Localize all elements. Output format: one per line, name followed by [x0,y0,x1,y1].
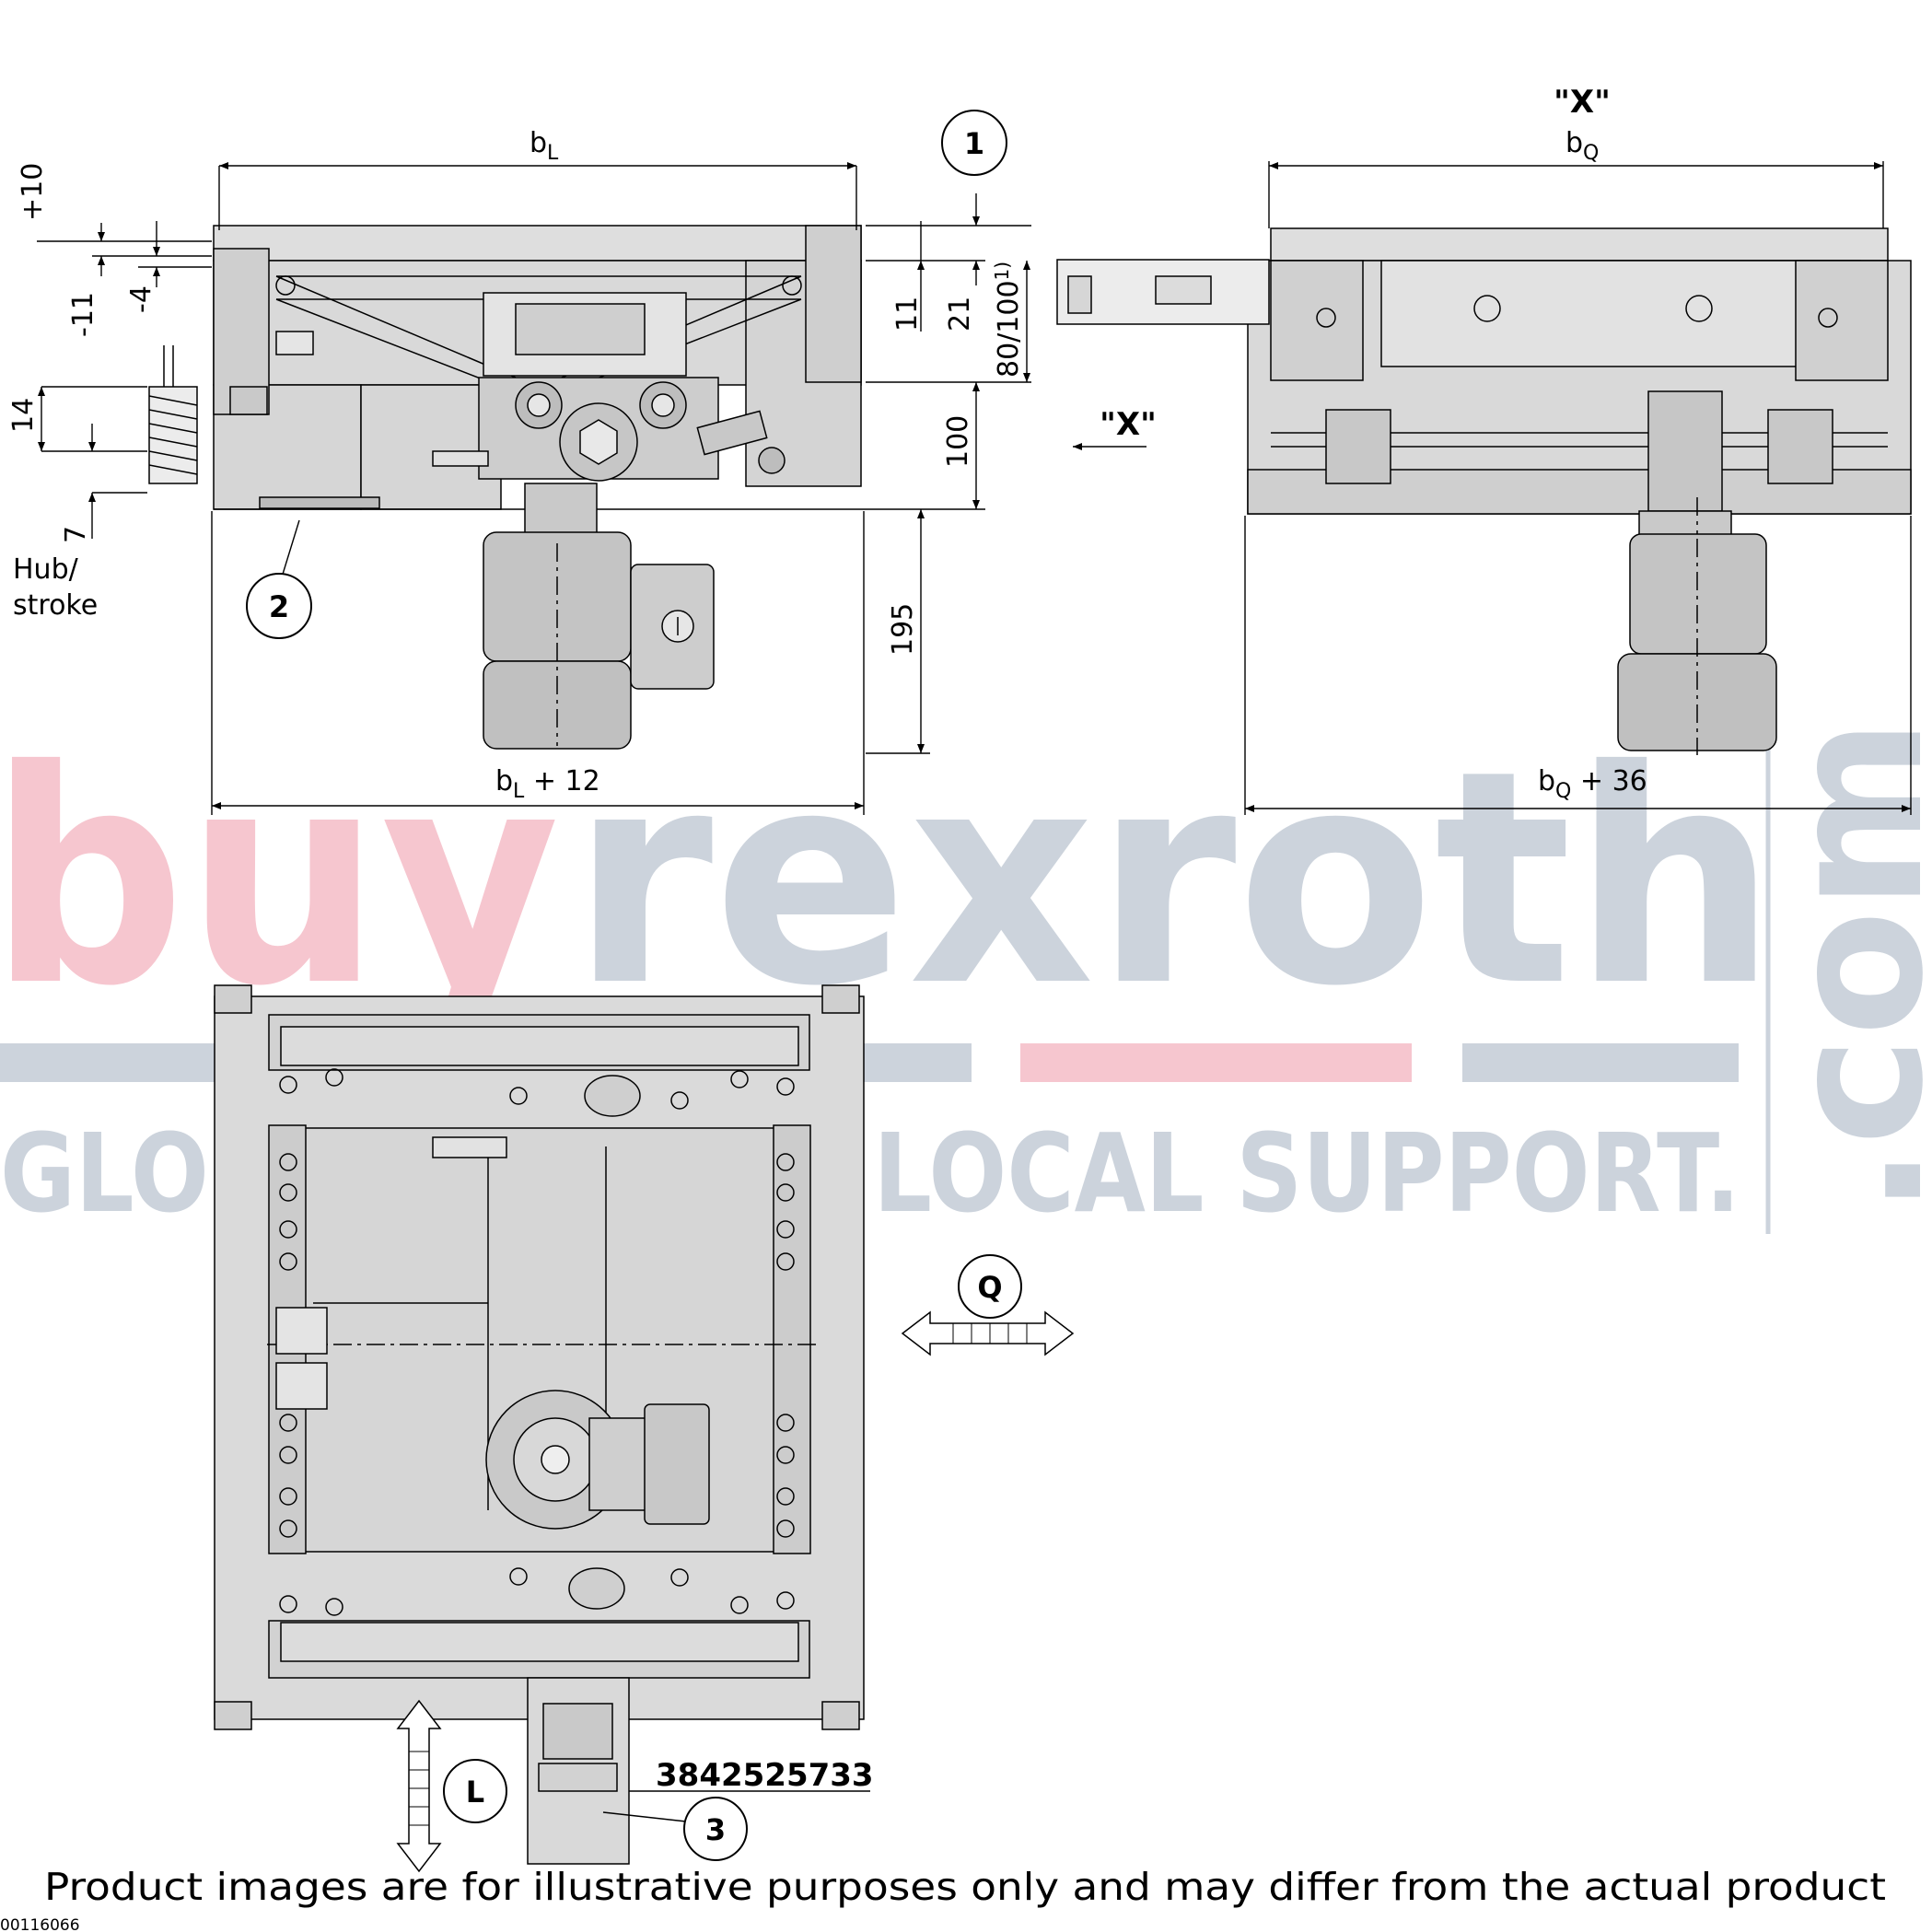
watermark-rexroth: rexroth [571,708,1777,1051]
svg-text:L: L [466,1775,484,1810]
top-view-leaders [602,1790,870,1822]
watermark-bar-right [1462,1043,1739,1082]
svg-text:3: 3 [705,1812,726,1847]
side-view [148,225,866,750]
side-width-label: bL [530,127,559,165]
svg-text:2: 2 [269,589,289,624]
side-width-label-2: bL + 12 [495,765,600,803]
dim-11: 11 [891,297,924,332]
dim-minus11: -11 [67,292,99,337]
side-view-dimensions [37,162,1031,815]
end-view-title: "X" [1554,84,1611,121]
dim-14: 14 [7,398,40,433]
end-frame-top [1270,227,1889,262]
direction-arrow-q [901,1310,1075,1356]
disclaimer: Product images are for illustrative purp… [44,1865,1886,1909]
stroke-label-line1: Hub/ [13,553,79,586]
watermark-bar-mid [1020,1043,1412,1082]
end-width-label: bQ [1565,127,1599,165]
callout-1: 1 [941,110,1007,176]
image-code: 00116066 [0,1916,80,1932]
side-motor-neck [524,483,598,535]
dim-plus10: +10 [17,163,49,221]
end-view-dimensions [1073,161,1912,815]
watermark-com: .com [1750,718,1932,1216]
watermark-buy: buy [0,708,560,1051]
callout-l: L [443,1759,507,1823]
dim-80-100: 80/1001) [991,262,1025,378]
direction-arrow-l [396,1699,442,1873]
dim-100: 100 [942,415,974,468]
end-view [1056,227,1912,755]
dim-7: 7 [60,526,92,543]
stroke-label-line2: stroke [13,589,98,622]
dim-minus4: -4 [125,285,157,313]
svg-text:1: 1 [964,126,984,161]
part-number: 3842525733 [656,1757,874,1794]
svg-text:Q: Q [977,1270,1002,1305]
end-motor-body [1629,533,1767,655]
side-frame-top [213,225,862,262]
callout-3: 3 [683,1797,748,1861]
end-width-label-2: bQ + 36 [1538,765,1647,803]
callout-2: 2 [246,573,312,639]
top-view [214,984,865,1865]
dim-195: 195 [887,603,919,656]
view-arrow-label: "X" [1100,406,1157,443]
dim-21: 21 [944,297,976,332]
callout-q: Q [958,1254,1022,1319]
